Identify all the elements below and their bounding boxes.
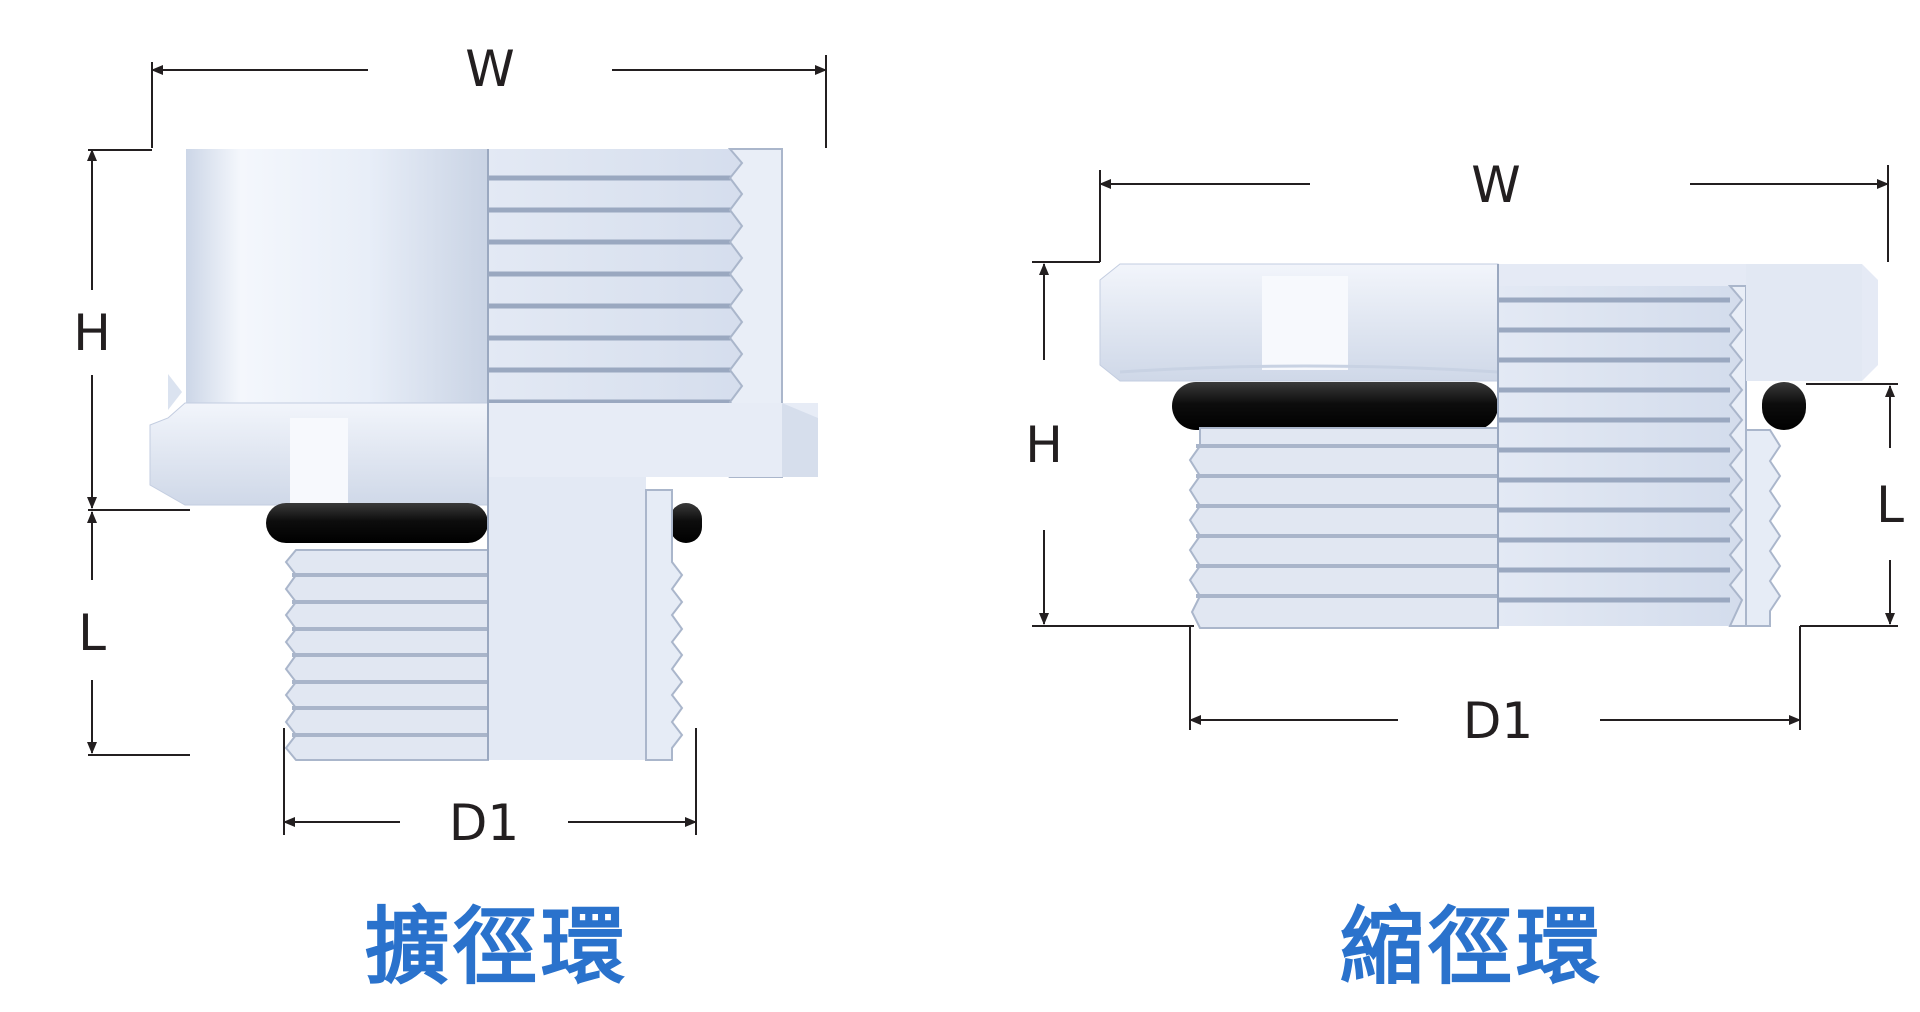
left-label-w: W	[465, 40, 514, 98]
right-label-h: H	[1025, 416, 1063, 474]
left-label-h: H	[73, 304, 111, 362]
left-label-l: L	[78, 604, 106, 662]
reducer-ring-caption: 縮徑環	[1340, 898, 1605, 996]
right-label-d1: D1	[1463, 692, 1533, 750]
hex-head-section-wall	[1746, 264, 1862, 381]
expander-ring-caption: 擴徑環	[365, 898, 630, 996]
hex-flange-section-edge	[782, 403, 818, 477]
right-internal-thread	[1498, 297, 1730, 603]
o-ring-left-section	[670, 503, 702, 543]
expander-ring-figure: W H L D1	[73, 40, 827, 852]
hex-head-flat-face	[1262, 276, 1348, 370]
hex-flat-face	[290, 418, 348, 504]
hex-flange-left	[168, 374, 182, 410]
right-male-thread	[1188, 427, 1499, 629]
right-lower-teeth	[1745, 429, 1782, 627]
reducer-ring-figure: W H L D1	[1025, 156, 1904, 750]
right-label-w: W	[1471, 156, 1520, 214]
lower-male-thread	[284, 549, 489, 761]
hex-head-chamfer	[1119, 364, 1499, 374]
right-label-l: L	[1876, 476, 1904, 534]
right-internal-teeth	[1727, 285, 1747, 627]
hex-flange-section	[488, 403, 818, 477]
dimension-lines-left	[87, 55, 827, 835]
o-ring-right-section	[1762, 382, 1806, 430]
upper-internal-section	[1498, 286, 1746, 626]
o-ring-left	[266, 503, 488, 543]
lower-thread-teeth	[645, 489, 684, 761]
o-ring-right	[1172, 382, 1498, 430]
left-label-d1: D1	[449, 794, 519, 852]
lower-body-section	[488, 477, 646, 760]
dimension-lines-right	[1032, 165, 1898, 730]
upper-body-solid	[186, 149, 488, 407]
